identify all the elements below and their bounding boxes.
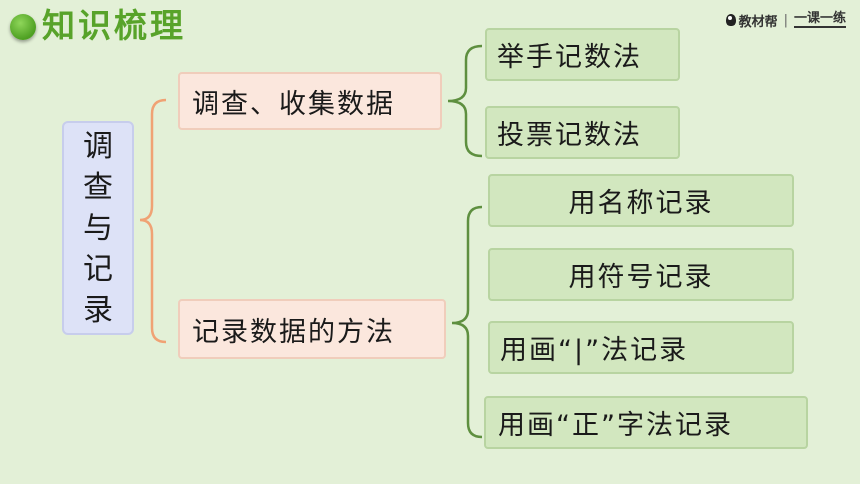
root-node: 调查与记录	[62, 121, 134, 335]
leaf-record-by-zheng: 用画“正”字法记录	[484, 396, 808, 449]
page-title: 知识梳理	[42, 6, 186, 45]
root-brace	[139, 98, 167, 344]
leaf-record-by-tally: 用画“|”法记录	[488, 321, 794, 374]
category-label: 记录数据的方法	[192, 316, 395, 348]
root-label: 调查与记录	[83, 128, 113, 328]
leaf-label: 用画“正”字法记录	[498, 410, 733, 441]
brand-separator: |	[783, 12, 788, 28]
category-label: 调查、收集数据	[192, 88, 395, 120]
brand-logo: 教材帮 | 一课一练	[725, 10, 846, 30]
leaf-label: 投票记数法	[497, 120, 642, 151]
brand-name: 教材帮	[738, 14, 778, 30]
leaf-record-by-symbol: 用符号记录	[488, 248, 794, 301]
lightbulb-icon	[725, 14, 736, 26]
title-bullet-icon	[10, 14, 36, 40]
category-collect-data: 调查、收集数据	[178, 72, 442, 130]
brand-slogan: 一课一练	[793, 11, 846, 28]
leaf-label: 用符号记录	[568, 262, 714, 293]
leaf-show-of-hands: 举手记数法	[485, 28, 680, 81]
leaf-voting-count: 投票记数法	[485, 106, 680, 159]
category-record-methods: 记录数据的方法	[178, 299, 446, 359]
leaf-record-by-name: 用名称记录	[488, 174, 794, 227]
leaf-label: 用画“|”法记录	[500, 335, 689, 366]
record-brace	[451, 205, 483, 439]
collect-brace	[447, 44, 483, 158]
leaf-label: 举手记数法	[497, 42, 642, 73]
leaf-label: 用名称记录	[568, 188, 714, 219]
